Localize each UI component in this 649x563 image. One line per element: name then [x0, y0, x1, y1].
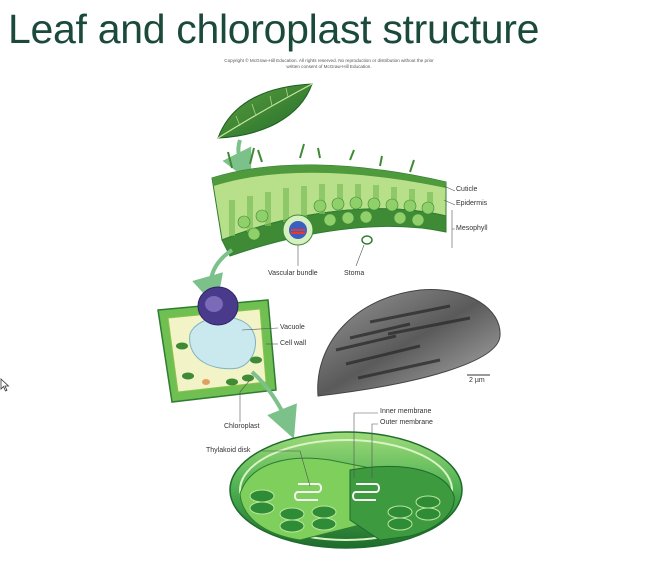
label-cuticle: Cuticle: [456, 186, 478, 193]
plant-cell: [157, 286, 277, 403]
arrow-section-to-cell: [192, 248, 234, 308]
chloroplast-micrograph: [317, 289, 501, 397]
label-epidermis: Epidermis: [456, 200, 488, 207]
leaf-illustration: [217, 83, 313, 139]
cell-leaders: [239, 327, 279, 422]
mouse-cursor-icon: [0, 378, 10, 392]
label-mesophyll: Mesophyll: [456, 225, 488, 232]
arrow-leaf-to-section: [222, 139, 252, 183]
slide-title: Leaf and chloroplast structure: [8, 6, 540, 52]
label-thylakoid-disk: Thylakoid disk: [206, 447, 251, 454]
copyright-notice: Copyright © McGraw-Hill Education. All r…: [224, 58, 434, 69]
leaf-cross-section: [211, 143, 447, 257]
label-chloroplast: Chloroplast: [224, 423, 260, 430]
chloroplast-illustration: [229, 431, 463, 549]
chloroplast-leaders: [262, 412, 378, 487]
label-vacuole: Vacuole: [280, 324, 305, 331]
section-leaders: [297, 185, 456, 267]
label-cell-wall: Cell wall: [280, 340, 307, 347]
label-vascular-bundle: Vascular bundle: [268, 270, 318, 277]
label-outer-membrane: Outer membrane: [380, 419, 433, 426]
label-stoma: Stoma: [344, 270, 365, 277]
label-scale-bar: 2 µm: [469, 377, 485, 384]
label-inner-membrane: Inner membrane: [380, 408, 432, 415]
arrow-cell-to-chloroplast: [250, 370, 297, 439]
